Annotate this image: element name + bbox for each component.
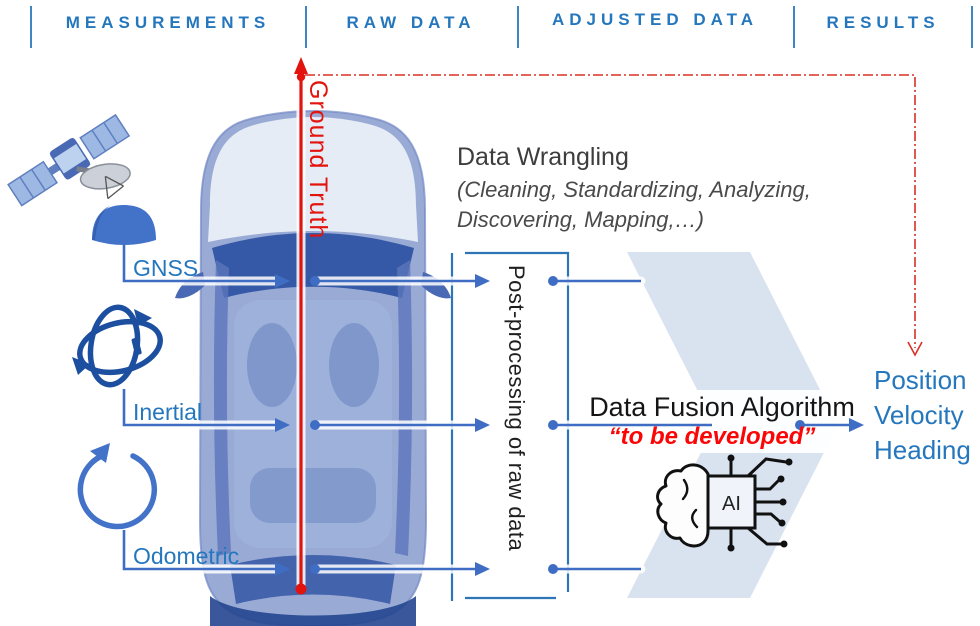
fusion-title: Data Fusion Algorithm bbox=[589, 392, 855, 422]
odometer-rotation-icon bbox=[77, 443, 158, 530]
ground-truth-feedback-line bbox=[305, 74, 923, 357]
header-results: RESULTS bbox=[826, 13, 940, 32]
ground-truth-line bbox=[294, 57, 308, 595]
header-divider bbox=[305, 6, 307, 48]
header-divider bbox=[517, 6, 519, 48]
post-processing-label: Post-processing of raw data bbox=[504, 265, 529, 552]
gnss-antenna-icon bbox=[92, 205, 156, 245]
odometric-label: Odometric bbox=[133, 543, 240, 569]
ai-chip-label: AI bbox=[722, 493, 741, 515]
data-wrangling-subtitle-2: Discovering, Mapping,…) bbox=[457, 207, 704, 232]
header-raw-data: RAW DATA bbox=[346, 13, 476, 32]
ai-chip-icon: AI bbox=[656, 454, 793, 552]
fusion-status: “to be developed” bbox=[608, 423, 816, 450]
sensor-flow-arrowheads bbox=[275, 274, 864, 576]
ground-truth-label: Ground Truth bbox=[304, 80, 332, 240]
data-wrangling-subtitle-1: (Cleaning, Standardizing, Analyzing, bbox=[457, 177, 811, 202]
inertial-label: Inertial bbox=[133, 399, 203, 425]
header-divider bbox=[971, 6, 973, 48]
gyroscope-icon bbox=[72, 304, 163, 388]
header-divider bbox=[793, 6, 795, 48]
gnss-label: GNSS bbox=[133, 255, 199, 281]
result-velocity: Velocity bbox=[874, 400, 964, 430]
result-position: Position bbox=[874, 365, 967, 395]
header-adjusted-data: ADJUSTED DATA bbox=[551, 10, 759, 29]
result-heading: Heading bbox=[874, 435, 971, 465]
header-measurements: MEASUREMENTS bbox=[65, 13, 271, 32]
header-divider bbox=[30, 6, 32, 48]
satellite-icon bbox=[7, 113, 131, 207]
sensor-flow-lines bbox=[122, 245, 850, 571]
data-wrangling-title: Data Wrangling bbox=[457, 143, 629, 171]
post-processing-bracket bbox=[465, 251, 570, 600]
